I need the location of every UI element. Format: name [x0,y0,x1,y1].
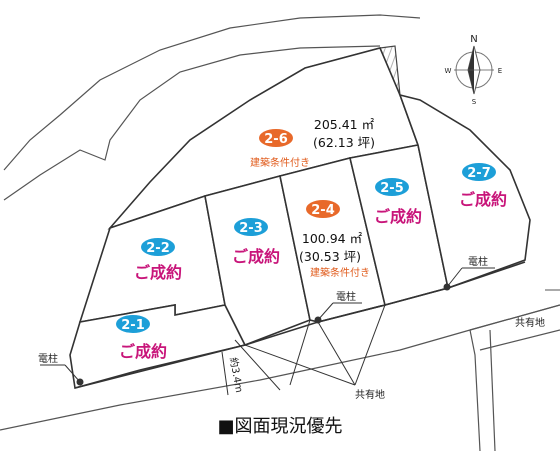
lot-2-6-marker: 2-6 205.41 ㎡ (62.13 坪) 建築条件付き [250,117,375,169]
left-boundary-line [3,45,381,201]
lot-2-4-area-m2: 100.94 ㎡ [302,231,363,246]
lot-2-7-id: 2-7 [467,166,491,181]
lot-2-4-condition: 建築条件付き [310,266,370,279]
lot-2-1-status: ご成約 [119,342,167,361]
road-line-right2 [489,329,496,451]
utility-pole-1 [40,364,84,386]
lot-2-1-marker: 2-1 ご成約 [116,315,167,361]
outer-boundary-line [3,14,421,171]
shared-land-label-1: 共有地 [355,388,385,401]
lot-2-5-id: 2-5 [380,181,404,196]
lot-2-3-shape [204,175,311,347]
shared-land-label-2: 共有地 [515,316,545,329]
lot-2-7-badge [462,163,496,181]
lot-2-3-id: 2-3 [239,221,263,236]
road-line-right [469,329,481,451]
utility-pole-label-3: 電柱 [468,255,488,268]
lot-2-5-marker: 2-5 ご成約 [374,178,422,226]
lot-2-6-area-m2: 205.41 ㎡ [314,117,375,132]
road-width-label: 約3.4m [227,356,246,393]
utility-pole-label-2: 電柱 [336,290,356,303]
lot-2-4-marker: 2-4 100.94 ㎡ (30.53 坪) 建築条件付き [299,200,370,279]
shared-land-lines [234,304,386,391]
lot-2-2-id: 2-2 [146,241,170,256]
frontage-line [74,261,526,389]
compass-s: S [472,98,477,106]
lot-2-1-id: 2-1 [121,318,145,333]
lot-2-6-area-tsubo: (62.13 坪) [313,135,375,150]
lot-2-2-marker: 2-2 ご成約 [134,238,182,282]
compass-w: W [445,67,452,75]
utility-pole-2 [314,302,362,324]
shared-land-top-line [469,304,560,331]
lot-2-1-badge [116,315,150,333]
lot-2-6-id: 2-6 [264,132,288,147]
lot-2-3-status: ご成約 [232,247,280,266]
lot-2-7-status: ご成約 [459,190,507,209]
lot-2-5-badge [375,178,409,196]
lot-2-7-marker: 2-7 ご成約 [459,163,507,209]
lot-2-6-condition: 建築条件付き [250,156,310,169]
lot-2-2-badge [141,238,175,256]
lot-2-3-marker: 2-3 ご成約 [232,218,280,266]
compass-icon: N S E W [445,34,503,106]
caption: ■図面現況優先 [217,416,343,437]
lot-2-3-badge [234,218,268,236]
utility-pole-label-1: 電柱 [38,352,58,365]
lot-2-6-badge [259,129,293,147]
utility-pole-3 [443,267,495,291]
compass-e: E [498,67,502,75]
lot-2-4-badge [306,200,340,218]
road-width-marker [221,351,229,396]
lot-2-4-area-tsubo: (30.53 坪) [299,249,361,264]
lot-2-4-id: 2-4 [311,203,335,218]
shared-land-bottom-line [479,329,560,351]
lot-2-5-status: ご成約 [374,207,422,226]
lot-2-2-shape [78,194,226,324]
compass-n: N [470,34,477,45]
lot-2-2-status: ご成約 [134,263,182,282]
